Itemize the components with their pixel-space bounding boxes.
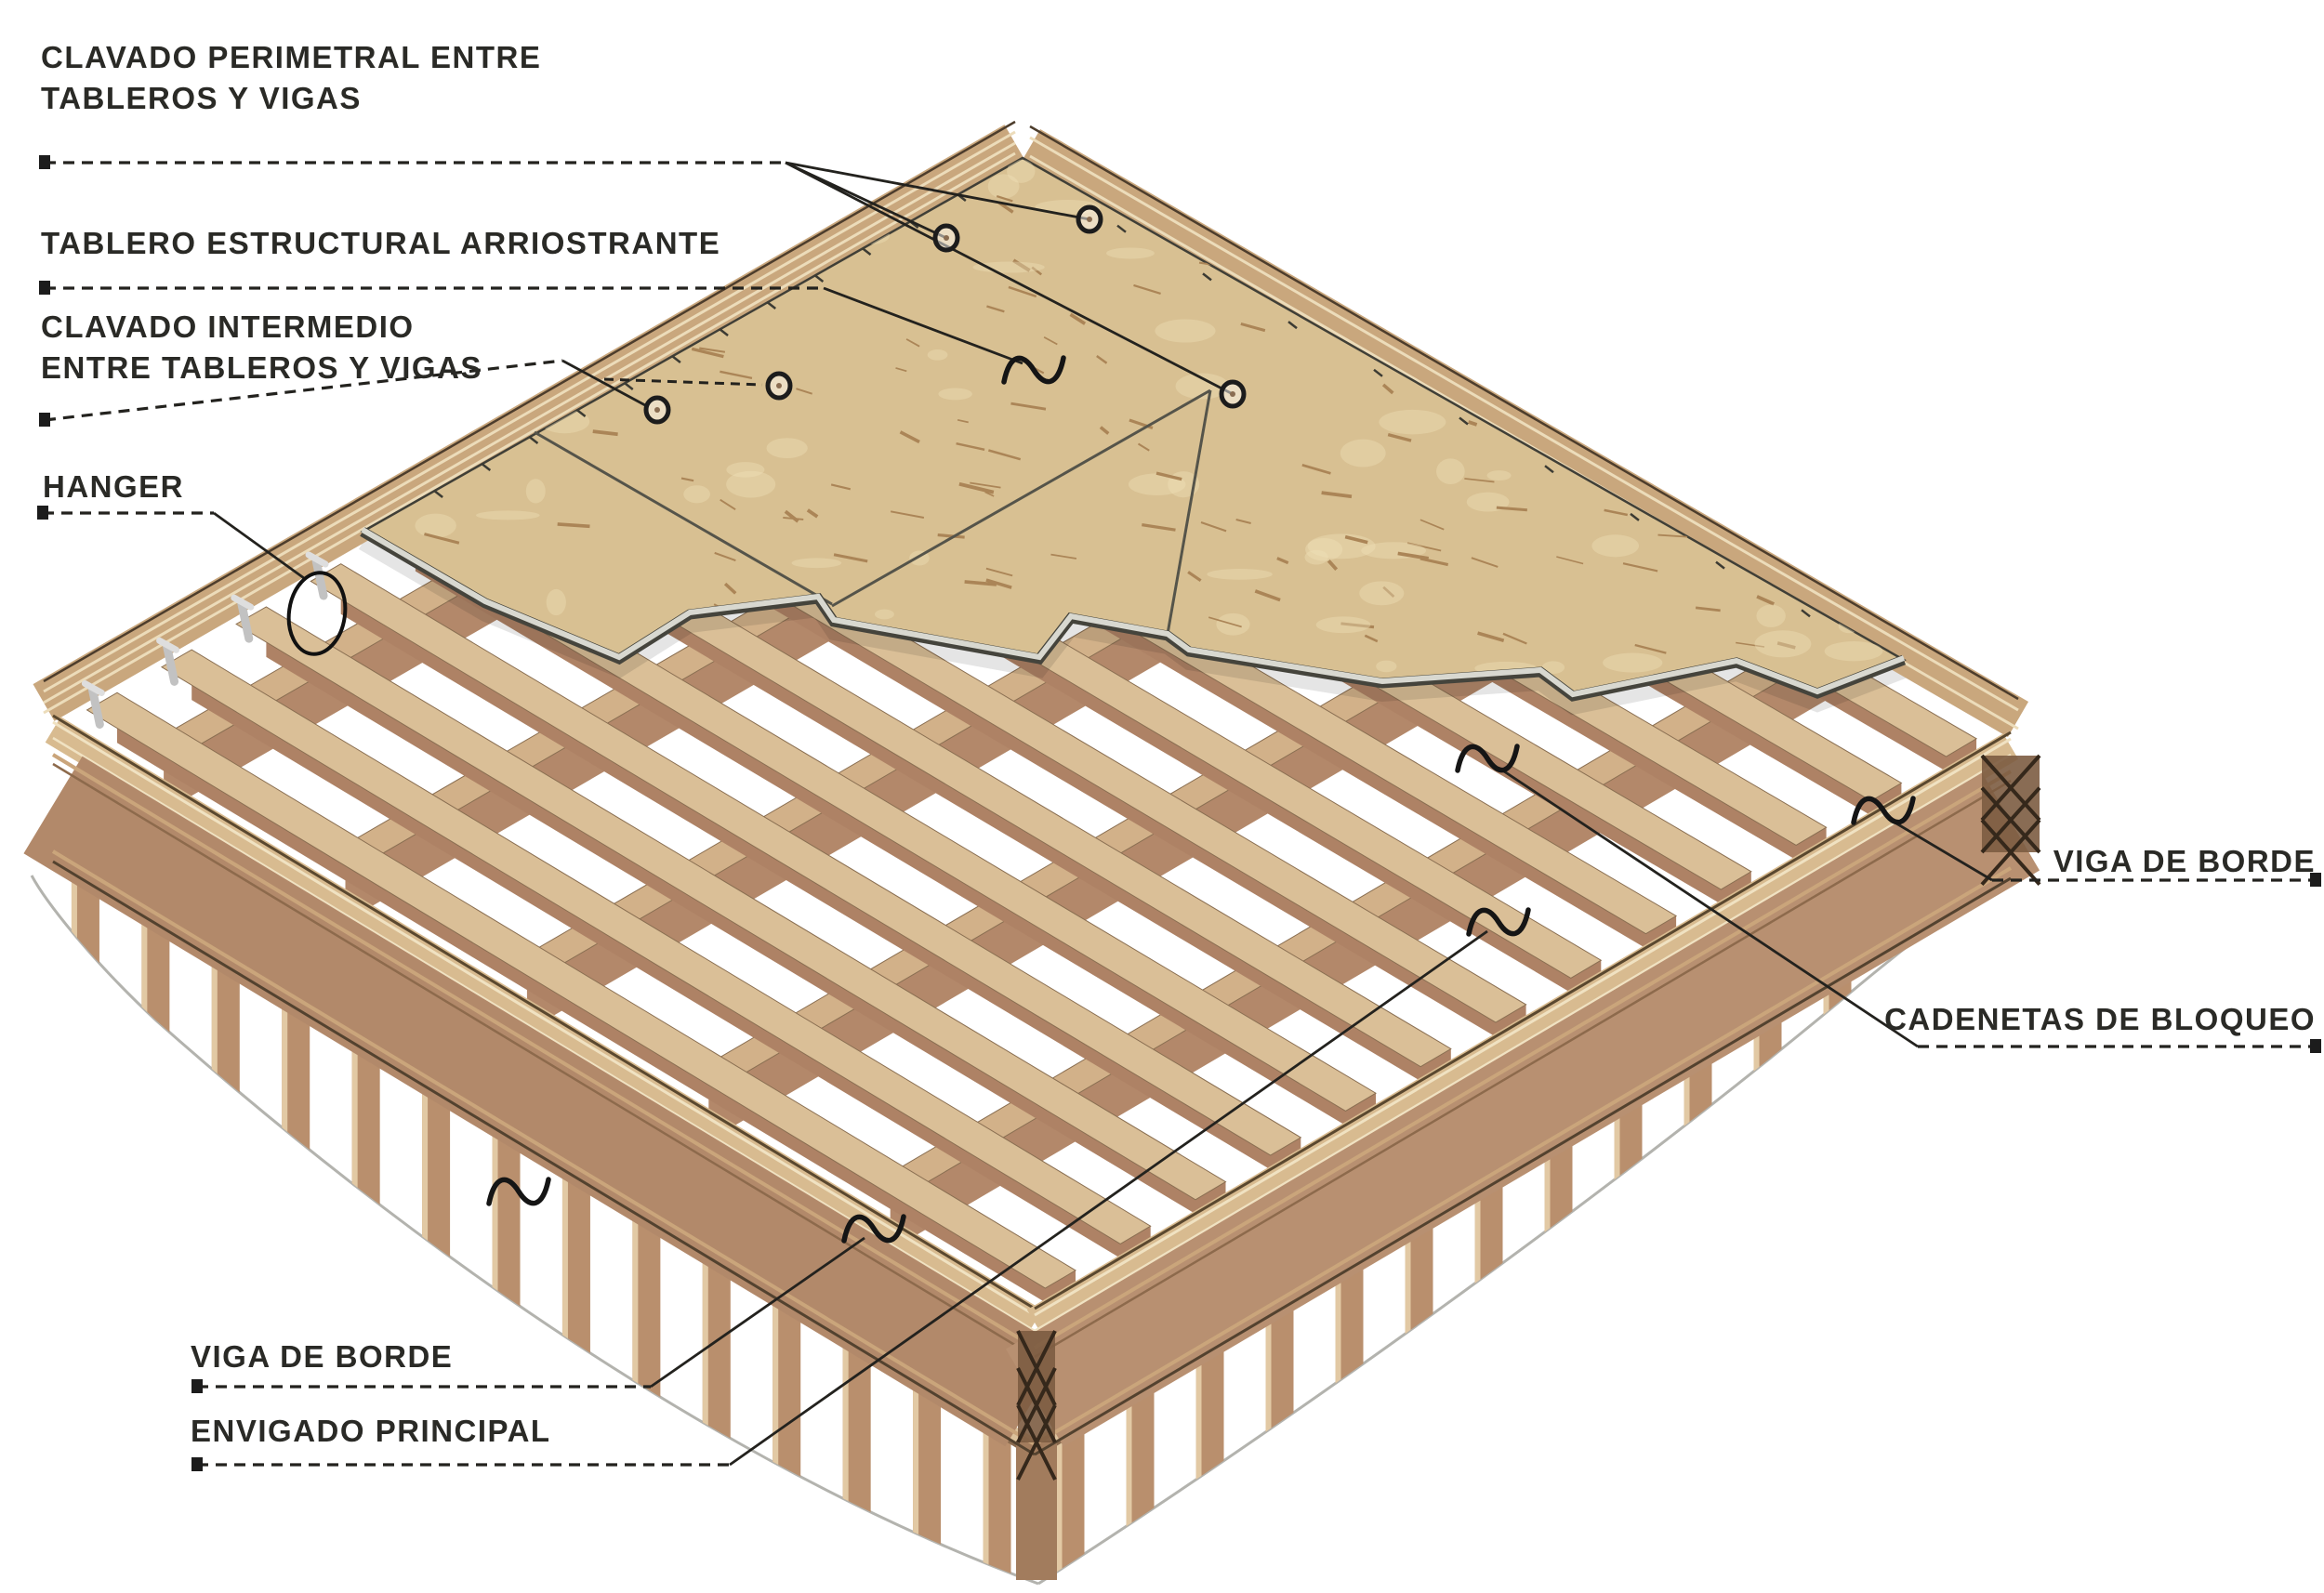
wall-stud (1823, 965, 1852, 1402)
osb-edge-band (361, 527, 1906, 698)
leader-line (1895, 822, 1993, 882)
break-squiggle (1466, 907, 1531, 937)
leader-hanger (37, 506, 348, 656)
label-tablero-estructural: TABLERO ESTRUCTURAL ARRIOSTRANTE (41, 226, 721, 260)
leader-anchor (39, 413, 50, 427)
leader-lines (37, 155, 2321, 1471)
label-envigado-principal: ENVIGADO PRINCIPAL (191, 1414, 551, 1448)
leader-anchor (37, 506, 48, 520)
osb-shadow (358, 536, 1907, 716)
wall-stud (1753, 1007, 1782, 1443)
wall-stud (1962, 883, 1991, 1321)
leader-dash (603, 377, 763, 387)
break-squiggle (1851, 796, 1916, 825)
leader-line (729, 929, 1488, 1467)
corner-post (1016, 1441, 1057, 1580)
leader-dash (44, 359, 563, 422)
leader-anchor (39, 281, 50, 295)
leader-clavado-intermedio (39, 359, 793, 427)
edge-nail-ticks (433, 193, 1811, 618)
leader-line (823, 286, 1023, 365)
edge-rim (1005, 731, 2040, 1456)
label-clavado-intermedio: CLAVADO INTERMEDIO ENTRE TABLEROS Y VIGA… (41, 309, 482, 385)
leader-anchor (191, 1379, 203, 1393)
leader-tablero-estructural (39, 281, 1066, 385)
leader-clavado-perimetral (39, 155, 1247, 409)
leader-anchor (2310, 1039, 2321, 1053)
leader-line (561, 359, 646, 407)
hanger-callout-ellipse (286, 571, 348, 656)
leader-line (1498, 766, 1919, 1048)
joist-hanger (81, 679, 105, 729)
label-cadenetas-de-bloqueo: CADENETAS DE BLOQUEO (1884, 1002, 2316, 1036)
end-grain-right-corner (1980, 754, 2041, 886)
break-squiggle (1455, 744, 1520, 773)
leader-envigado-principal (191, 907, 1531, 1471)
joist-hanger (305, 551, 329, 600)
break-squiggle (841, 1214, 906, 1244)
joist-hanger (156, 637, 180, 686)
joist (310, 563, 1302, 1188)
break-squiggle (486, 1177, 551, 1206)
leader-anchor (2310, 873, 2321, 887)
label-viga-de-borde-inferior: VIGA DE BORDE (191, 1339, 454, 1374)
leader-viga-de-borde-inferior (191, 1214, 906, 1393)
leader-line (213, 511, 305, 580)
leader-anchor (39, 155, 50, 169)
leader-anchor (191, 1457, 203, 1471)
wall-stud (1893, 924, 1921, 1362)
joist (160, 649, 1152, 1277)
label-viga-de-borde-superior: VIGA DE BORDE (2053, 844, 2316, 878)
joist-hanger (231, 594, 255, 643)
osb-seams (534, 388, 1212, 635)
leader-line (785, 161, 1090, 221)
leader-viga-de-borde-superior (1851, 796, 2321, 887)
label-hanger: HANGER (43, 469, 185, 504)
leader-line (785, 161, 1234, 396)
leader-cadenetas-de-bloqueo (1455, 744, 2321, 1053)
break-squiggle (1001, 355, 1066, 385)
leader-line (650, 1236, 865, 1389)
label-clavado-perimetral: CLAVADO PERIMETRAL ENTRE TABLEROS Y VIGA… (41, 40, 542, 115)
joist (235, 606, 1227, 1232)
end-grain-front-corner (1016, 1330, 1057, 1481)
joist (86, 691, 1076, 1321)
